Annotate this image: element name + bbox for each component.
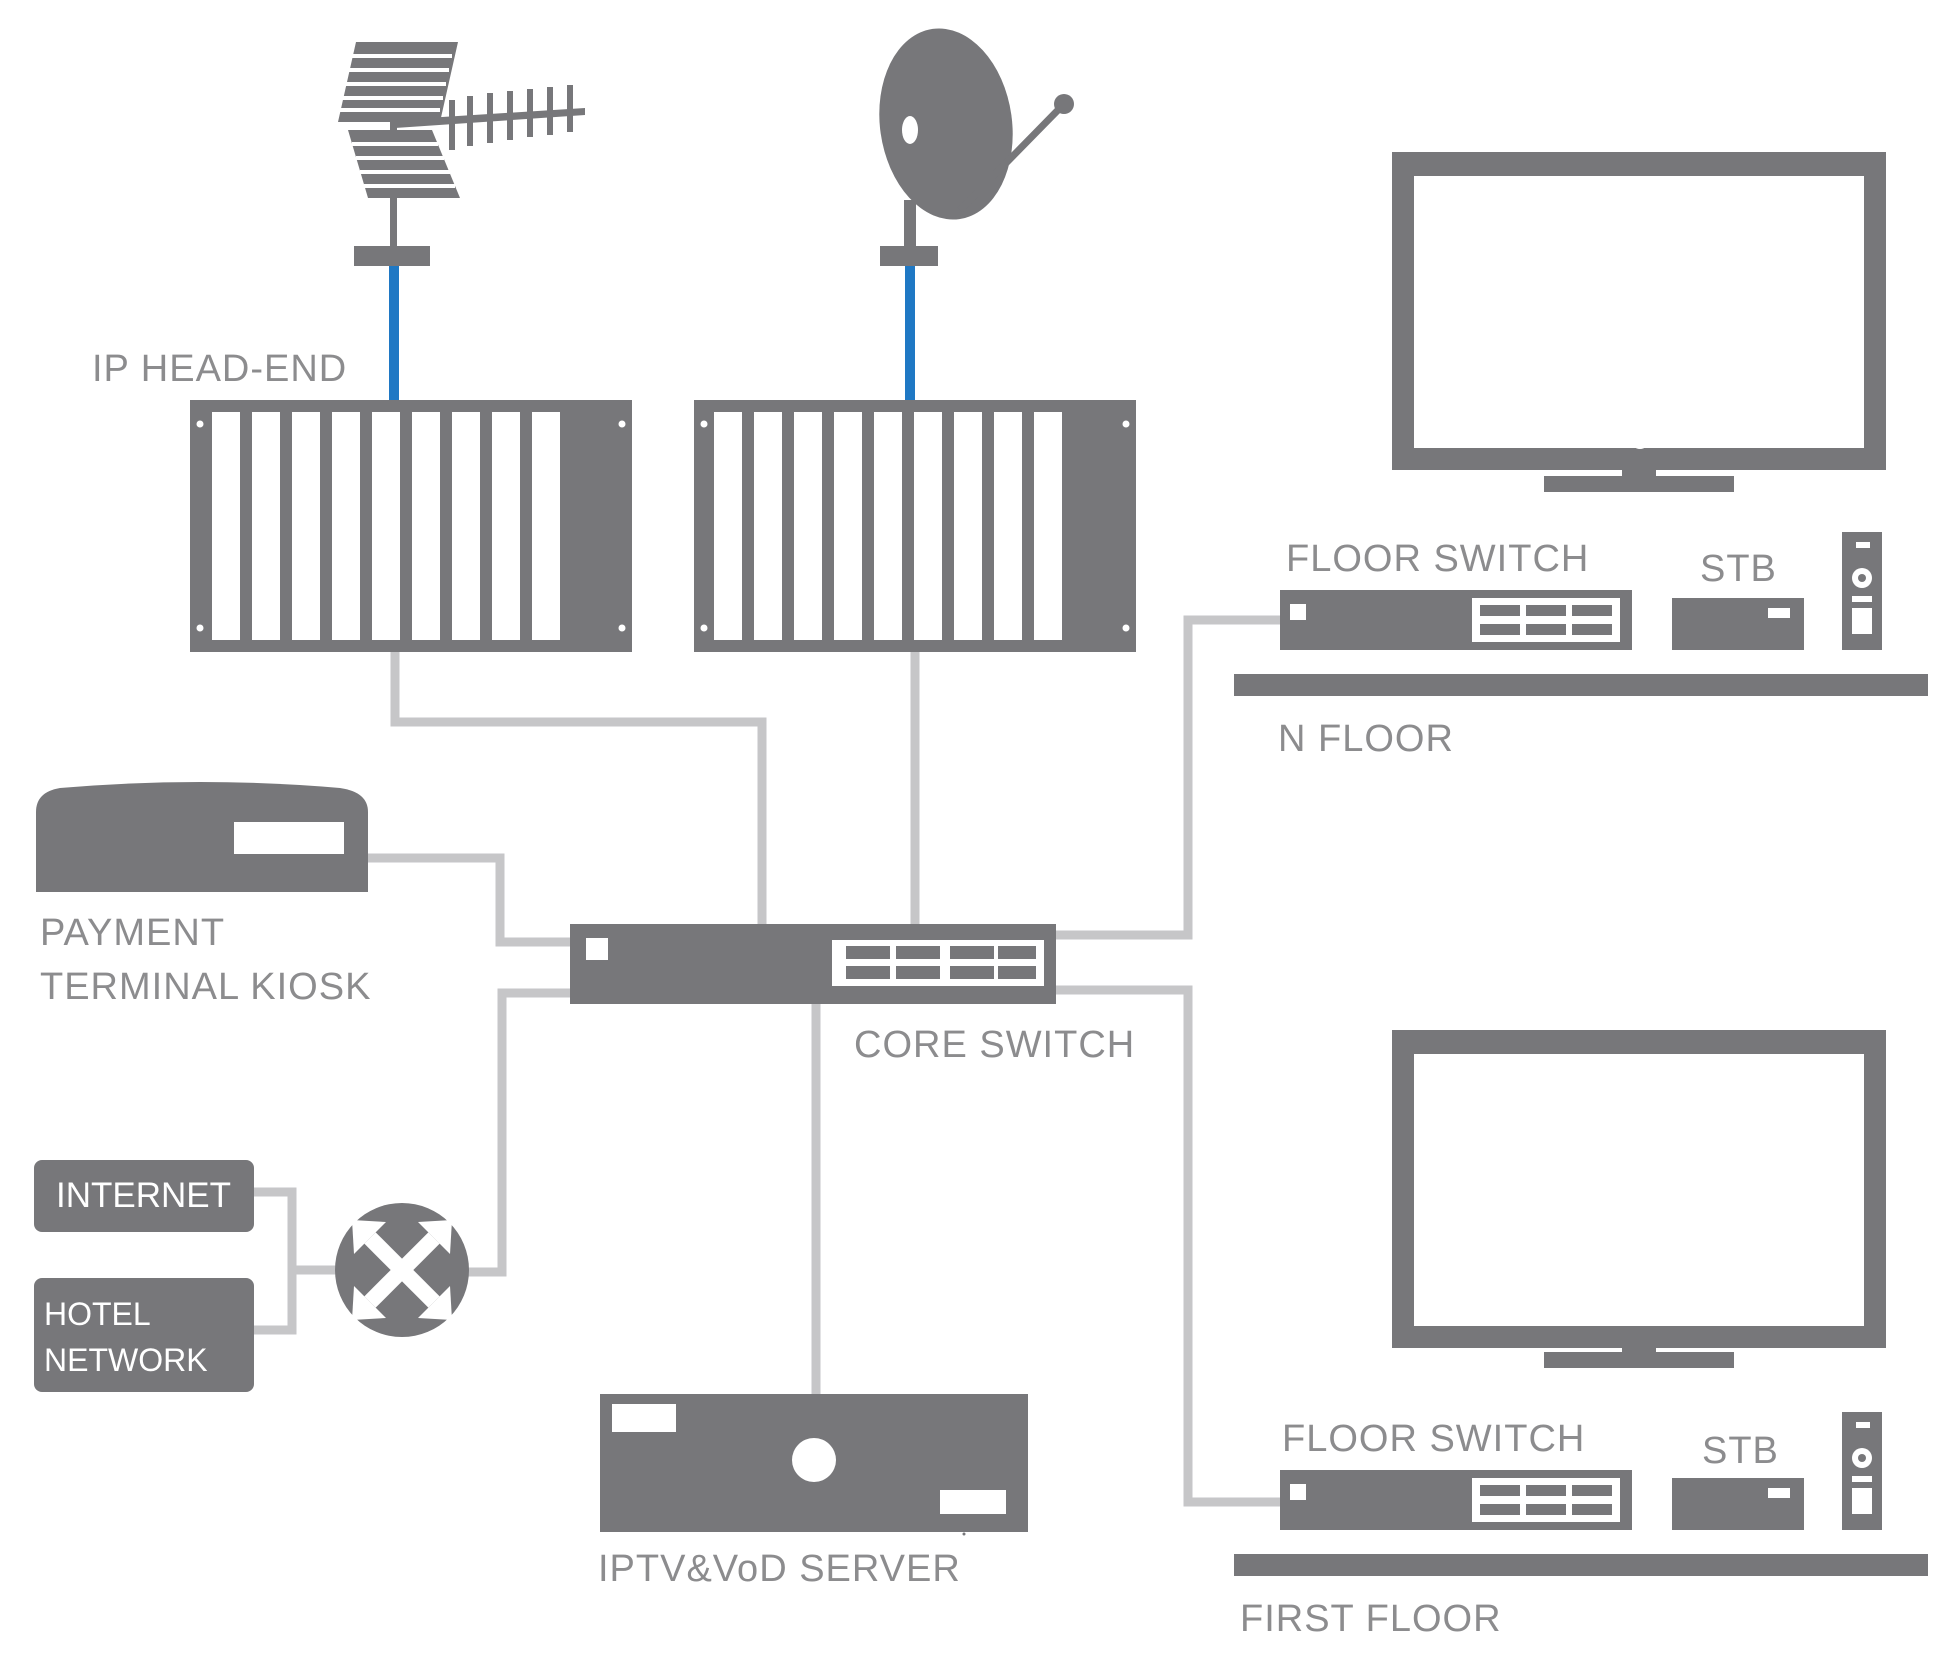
first-floor-line [1234, 1554, 1928, 1576]
tv-icon [1392, 152, 1886, 492]
floor-switch-first [1280, 1470, 1632, 1530]
internet-label: INTERNET [56, 1176, 231, 1215]
hotel-network-label-line1: HOTEL [44, 1296, 151, 1332]
n-floor-label: N FLOOR [1278, 718, 1454, 760]
n-floor-line [1234, 674, 1928, 696]
first-floor-label: FIRST FLOOR [1240, 1598, 1502, 1640]
antenna-mount [354, 246, 430, 266]
remote-control-icon [1842, 532, 1882, 650]
cable-hotel-router [252, 1270, 297, 1335]
tv-icon [1392, 1030, 1886, 1368]
cable-internet-router [252, 1187, 340, 1275]
iptv-vod-server [600, 1394, 1028, 1536]
cable-kiosk-core [368, 853, 572, 947]
hotel-network-label-line2: NETWORK [44, 1342, 208, 1378]
ip-head-end-label: IP HEAD-END [92, 348, 348, 390]
cable-router-core [466, 988, 572, 1277]
iptv-vod-server-label: IPTV&VoD SERVER [598, 1548, 961, 1590]
satellite-dish-icon [879, 28, 1074, 266]
remote-control-icon [1842, 1412, 1882, 1530]
payment-kiosk-label-line1: PAYMENT [40, 912, 226, 954]
floor-switch-n-label: FLOOR SWITCH [1286, 538, 1590, 580]
stb-n-label: STB [1700, 548, 1777, 590]
dish-mount [880, 246, 938, 266]
floor-switch-n [1280, 590, 1632, 650]
headend-rack-1 [190, 400, 632, 652]
internet-box [34, 1160, 254, 1232]
router-icon [335, 1203, 469, 1337]
stb-first-label: STB [1702, 1430, 1779, 1472]
rf-cables [389, 264, 915, 404]
cables [252, 615, 1282, 1507]
cable-core-firstfloor [1056, 985, 1282, 1507]
payment-kiosk [36, 782, 368, 892]
payment-kiosk-label-line2: TERMINAL KIOSK [40, 966, 372, 1008]
floor-switch-first-label: FLOOR SWITCH [1282, 1418, 1586, 1460]
headend-rack-2 [694, 400, 1136, 652]
cable-core-nfloor [1056, 615, 1282, 940]
stb-first [1672, 1478, 1804, 1530]
terrestrial-antenna-icon [338, 42, 585, 266]
hotel-network-box [34, 1278, 254, 1392]
stb-n [1672, 598, 1804, 650]
cable-headend1-core [390, 648, 767, 925]
core-switch [570, 924, 1056, 1004]
core-switch-label: CORE SWITCH [854, 1024, 1136, 1066]
